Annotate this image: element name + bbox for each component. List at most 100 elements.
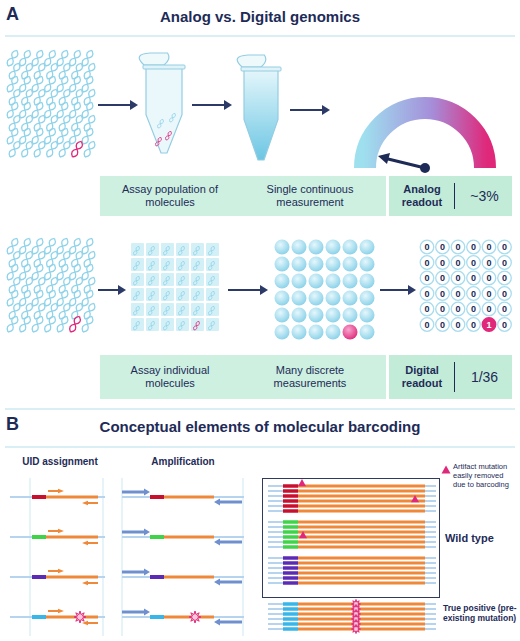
measurement-circle bbox=[326, 240, 341, 255]
digit-readout: 0 bbox=[420, 288, 434, 300]
dna-helix bbox=[133, 321, 141, 331]
partition-cell bbox=[145, 257, 160, 272]
assay-band: Assay individual moleculesMany discrete … bbox=[100, 355, 512, 399]
dna-helix bbox=[155, 137, 163, 147]
dna-strand bbox=[5, 127, 19, 146]
readout-circle bbox=[498, 256, 512, 270]
dna-helix bbox=[208, 246, 216, 256]
dna-strand bbox=[82, 302, 96, 321]
dna-strand bbox=[193, 291, 201, 301]
readout-box: Analog readout~3% bbox=[386, 176, 512, 216]
dna-helix bbox=[20, 276, 34, 295]
mutation-star bbox=[352, 625, 361, 634]
dna-helix bbox=[7, 276, 21, 295]
dna-strand bbox=[165, 131, 173, 141]
target-region bbox=[46, 496, 98, 499]
readout-circle bbox=[451, 256, 465, 270]
dna-helix bbox=[70, 62, 84, 81]
dna-strand bbox=[178, 246, 186, 256]
read-barcode bbox=[283, 576, 298, 580]
measurement-circle bbox=[292, 308, 307, 323]
dna-strand bbox=[133, 276, 141, 286]
partition-cell bbox=[160, 242, 175, 257]
dna-strand bbox=[163, 246, 171, 256]
legend-entry: Artifact mutation easily removed due to … bbox=[453, 462, 517, 489]
dna-strand bbox=[70, 114, 84, 133]
read-target bbox=[298, 541, 425, 544]
readout-circle bbox=[498, 271, 512, 285]
digit-readout: 0 bbox=[498, 288, 512, 300]
digit-readout: 0 bbox=[451, 272, 465, 284]
dna-helix bbox=[45, 250, 59, 269]
readout-circle bbox=[451, 240, 465, 254]
dna-strand bbox=[20, 62, 34, 81]
digit-readout: 0 bbox=[498, 241, 512, 253]
readout-circle bbox=[420, 318, 434, 332]
partition-cell bbox=[205, 272, 220, 287]
dna-strand bbox=[5, 127, 19, 146]
readout-circle bbox=[436, 287, 450, 301]
digit-readout: 0 bbox=[482, 241, 496, 253]
readout-circle bbox=[436, 256, 450, 270]
dna-strand bbox=[163, 261, 171, 271]
dna-helix bbox=[193, 321, 201, 331]
dna-strand bbox=[32, 114, 46, 133]
dna-strand bbox=[193, 276, 201, 286]
dna-helix bbox=[20, 250, 34, 269]
primer-arrow bbox=[214, 578, 242, 585]
dna-strand bbox=[5, 315, 19, 334]
dna-helix bbox=[57, 62, 71, 81]
dna-strand bbox=[70, 276, 84, 295]
dna-helix bbox=[7, 140, 21, 159]
dna-strand bbox=[7, 250, 21, 269]
dna-strand bbox=[45, 250, 59, 269]
digit-readout: 0 bbox=[498, 303, 512, 315]
partition-cell bbox=[205, 257, 220, 272]
digit-readout: 0 bbox=[467, 257, 481, 269]
gauge-dial bbox=[365, 108, 485, 168]
readout-circle bbox=[420, 256, 434, 270]
legend: Artifact mutation easily removed due to … bbox=[453, 462, 517, 489]
template-strand bbox=[122, 536, 244, 538]
dna-strand bbox=[157, 119, 165, 129]
dna-strand bbox=[45, 62, 59, 81]
dna-helix bbox=[169, 113, 177, 123]
dna-strand bbox=[163, 306, 171, 316]
uid-barcode bbox=[32, 615, 46, 619]
dna-helix bbox=[57, 250, 71, 269]
measurement-circle bbox=[343, 274, 358, 289]
digit-readout: 0 bbox=[498, 257, 512, 269]
dna-strand bbox=[45, 276, 59, 295]
dna-helix bbox=[70, 302, 84, 321]
readout-circle bbox=[420, 287, 434, 301]
dna-helix bbox=[32, 62, 46, 81]
dna-helix bbox=[32, 276, 46, 295]
dna-strand bbox=[208, 321, 216, 331]
dna-strand bbox=[20, 302, 34, 321]
dna-strand bbox=[5, 49, 19, 68]
dna-strand bbox=[208, 306, 216, 316]
dna-strand bbox=[20, 114, 34, 133]
read-line bbox=[268, 567, 436, 569]
dna-strand bbox=[82, 276, 96, 295]
artifact-triangle bbox=[299, 531, 307, 538]
partition-cell bbox=[205, 242, 220, 257]
dna-helix bbox=[70, 140, 84, 159]
dna-strand bbox=[70, 302, 84, 321]
dna-strand bbox=[178, 321, 186, 331]
dna-strand bbox=[5, 263, 19, 282]
dna-strand bbox=[7, 302, 21, 321]
dna-strand bbox=[133, 261, 141, 271]
flow-arrow-head bbox=[118, 285, 126, 295]
dna-strand bbox=[20, 276, 34, 295]
measurement-circle bbox=[360, 291, 375, 306]
digit-readout: 0 bbox=[436, 288, 450, 300]
partition-cell bbox=[130, 302, 145, 317]
dna-helix bbox=[57, 302, 71, 321]
assay-band: Assay population of moleculesSingle cont… bbox=[100, 176, 512, 216]
dna-helix bbox=[5, 289, 19, 308]
readout-circle bbox=[436, 271, 450, 285]
dna-strand bbox=[82, 140, 96, 159]
node-text: Assay population of molecules bbox=[106, 176, 234, 216]
